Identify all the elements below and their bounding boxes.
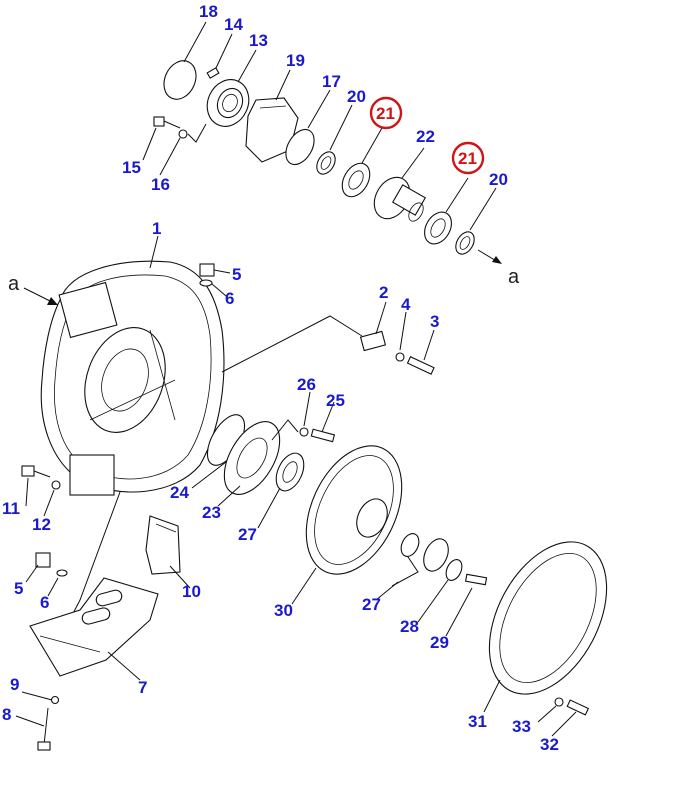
part-16-washer: [178, 129, 188, 139]
part-22-pinion: [373, 176, 427, 222]
label-10: 10: [182, 582, 201, 601]
highlight-circle-21-top: [369, 96, 403, 130]
label-20-bottom: 20: [489, 170, 508, 189]
label-16: 16: [151, 175, 170, 194]
label-6-top: 6: [225, 289, 234, 308]
label-18: 18: [199, 2, 218, 21]
label-21-bottom: 21: [458, 149, 477, 168]
label-30: 30: [274, 601, 293, 620]
part-18-oring: [163, 60, 197, 100]
part-25-bolt: [310, 428, 336, 443]
label-9: 9: [10, 675, 19, 694]
part-11-bolt: [21, 465, 51, 478]
label-1: 1: [152, 219, 161, 238]
label-31: 31: [468, 712, 487, 731]
part-20-spacer-bottom: [455, 231, 475, 255]
part-32-bolt: [566, 699, 590, 716]
part-12-washer: [51, 480, 61, 490]
label-4: 4: [401, 295, 411, 314]
part-4-washer: [395, 352, 405, 362]
label-32: 32: [540, 735, 559, 754]
part-19-shim: [245, 97, 299, 163]
part-21-bearing-top: [341, 162, 371, 198]
label-25: 25: [326, 391, 345, 410]
label-24: 24: [170, 483, 189, 502]
label-19: 19: [286, 51, 305, 70]
label-27-left: 27: [238, 525, 257, 544]
part-7-guard: [29, 577, 159, 677]
part-5-plug-bottom: [35, 552, 51, 568]
part-28-spacer: [445, 559, 463, 581]
part-27-bearing-right: [400, 533, 449, 572]
ref-label-a-right: a: [508, 266, 520, 288]
part-27-bearing-left: [275, 452, 305, 492]
part-8-bolt: [37, 707, 51, 751]
part-30-carrier: [305, 445, 403, 575]
part-6-oring-bottom: [56, 569, 68, 577]
label-21-top: 21: [376, 104, 395, 123]
label-23: 23: [202, 503, 221, 522]
label-17: 17: [322, 72, 341, 91]
label-5-top: 5: [232, 265, 241, 284]
label-14: 14: [224, 15, 243, 34]
part-21-bearing-bottom: [424, 211, 452, 245]
label-11: 11: [2, 499, 20, 518]
label-2: 2: [379, 283, 388, 302]
label-28: 28: [400, 617, 419, 636]
label-26: 26: [297, 375, 316, 394]
part-17-oring: [285, 128, 315, 166]
part-2-bracket: [359, 330, 387, 352]
part-20-spacer-top: [316, 151, 336, 175]
part-9-washer: [50, 695, 60, 705]
label-6-bottom: 6: [40, 593, 49, 612]
label-22: 22: [416, 127, 435, 146]
part-6-oring-top: [199, 279, 213, 287]
label-12: 12: [32, 515, 51, 534]
part-1-housing: [40, 260, 225, 496]
label-8: 8: [2, 705, 11, 724]
label-29: 29: [430, 633, 449, 652]
label-5-bottom: 5: [14, 579, 23, 598]
part-10-gasket: [145, 515, 181, 575]
part-26-washer: [299, 427, 309, 437]
part-31-ring-gear: [488, 541, 608, 695]
label-7: 7: [138, 678, 147, 697]
ref-label-a-left: a: [8, 273, 20, 295]
part-14-bolt: [206, 67, 220, 79]
part-3-bolt: [406, 356, 435, 375]
part-13-retainer: [206, 79, 250, 127]
part-33-washer: [554, 697, 564, 707]
label-20-top: 20: [347, 87, 366, 106]
part-29-bolt: [464, 573, 488, 586]
highlight-circle-21-bottom: [451, 141, 485, 175]
label-13: 13: [249, 31, 268, 50]
label-33: 33: [512, 717, 531, 736]
label-3: 3: [430, 312, 439, 331]
part-5-plug-top: [199, 263, 215, 277]
label-27-right: 27: [362, 595, 381, 614]
part-15-bolt: [153, 116, 181, 129]
label-15: 15: [122, 158, 141, 177]
